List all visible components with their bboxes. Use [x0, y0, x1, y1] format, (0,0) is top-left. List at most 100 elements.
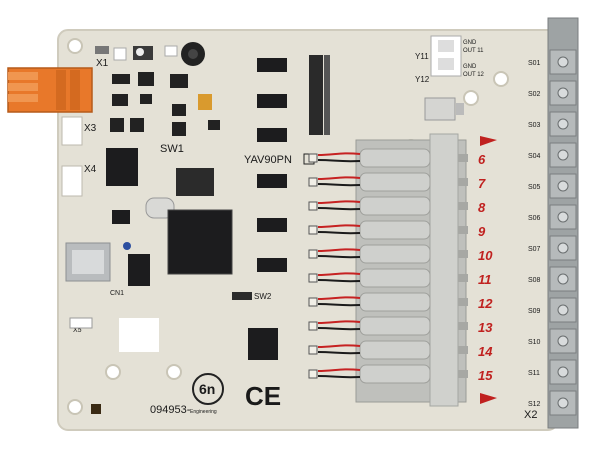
- valve-body: [359, 268, 431, 288]
- valve-number: 8: [478, 200, 486, 215]
- slot-row: S12: [528, 390, 577, 416]
- wire-black: [317, 327, 361, 331]
- valve-body: [359, 220, 431, 240]
- wire-red: [317, 344, 361, 348]
- terminal-screw: [557, 56, 569, 68]
- valve-led: [308, 369, 318, 379]
- valve-port: [458, 226, 468, 234]
- label-gnd-12: GND: [463, 64, 477, 70]
- dip-switch-sw1: [176, 168, 214, 196]
- valve-number: 15: [478, 368, 493, 383]
- blue-led: [123, 242, 131, 250]
- valve-led: [308, 249, 318, 259]
- slot-label: S12: [528, 401, 541, 408]
- terminal-screw: [557, 335, 569, 347]
- valve-port: [458, 274, 468, 282]
- valve-row: 13: [308, 316, 493, 336]
- valve-body: [359, 364, 431, 384]
- slot-label: S11: [528, 370, 540, 377]
- valve-number: 14: [478, 344, 493, 359]
- wire-red: [317, 368, 361, 372]
- slot-row: S11: [528, 359, 577, 385]
- logo-circle: [192, 373, 224, 405]
- slot-row: S02: [528, 80, 577, 106]
- label-sw2: SW2: [254, 292, 272, 301]
- terminal-screw: [557, 397, 569, 409]
- wire-black: [317, 207, 361, 211]
- slot-label: S02: [528, 91, 541, 98]
- wire-black: [317, 231, 361, 235]
- slot-label: S10: [528, 339, 541, 346]
- wire-red: [317, 248, 361, 252]
- valve-body: [359, 172, 431, 192]
- wire-red: [317, 152, 361, 156]
- label-x5: X5: [73, 327, 82, 334]
- wire-black: [317, 159, 361, 163]
- ic-left: [106, 148, 138, 186]
- valve-body: [359, 196, 431, 216]
- top-left-components: [95, 42, 220, 136]
- usb-connector: [65, 242, 111, 282]
- terminal-screw: [557, 242, 569, 254]
- valve-row: 7: [308, 172, 486, 192]
- label-x1: X1: [96, 58, 109, 69]
- valve-row: 11: [308, 268, 492, 288]
- valve-marker-top: [480, 136, 497, 146]
- valve-row: 15: [308, 364, 493, 384]
- output-header-y11-y12: [430, 35, 462, 77]
- valve-body: [359, 244, 431, 264]
- slot-row: S08: [528, 266, 577, 292]
- slot-row: S06: [528, 204, 577, 230]
- slot-label: S06: [528, 215, 541, 222]
- slot-label: S03: [528, 122, 541, 129]
- logo-text: 6n: [199, 381, 215, 397]
- valve-port: [458, 370, 468, 378]
- valve-row: 8: [308, 196, 486, 216]
- valve-port: [458, 202, 468, 210]
- valve-led: [308, 153, 318, 163]
- slot-label: S09: [528, 308, 541, 315]
- valve-port: [458, 178, 468, 186]
- slot-row: S01: [528, 49, 577, 75]
- slot-row: S07: [528, 235, 577, 261]
- wire-red: [317, 296, 361, 300]
- switch-sw2: [232, 292, 252, 300]
- valve-port: [458, 298, 468, 306]
- wire-red: [317, 200, 361, 204]
- valve-row: 9: [308, 220, 486, 240]
- valve-port: [458, 154, 468, 162]
- connector-x4: [61, 165, 83, 197]
- valve-number: 13: [478, 320, 493, 335]
- slot-label: S01: [528, 60, 541, 67]
- label-out-11: OUT 11: [463, 48, 484, 54]
- valve-led: [308, 225, 318, 235]
- wire-black: [317, 303, 361, 307]
- terminal-screw: [557, 180, 569, 192]
- valve-led: [308, 201, 318, 211]
- valve-row: 10: [308, 244, 493, 264]
- resistor-array: [309, 55, 330, 135]
- small-marker: [91, 404, 101, 414]
- wire-black: [317, 375, 361, 379]
- terminal-screw: [557, 304, 569, 316]
- label-sw1: SW1: [160, 143, 184, 155]
- slot-row: S05: [528, 173, 577, 199]
- tantalum-capacitor: [198, 94, 212, 110]
- serial-number: 094953-: [150, 404, 191, 416]
- terminal-screw: [557, 118, 569, 130]
- orange-power-connector: [7, 67, 93, 113]
- label-x2: X2: [524, 409, 537, 421]
- ic-small-left: [112, 210, 130, 224]
- valve-body: [359, 148, 431, 168]
- slot-row: S10: [528, 328, 577, 354]
- valve-led: [308, 273, 318, 283]
- voltage-regulator: [248, 328, 278, 360]
- valve-body: [359, 292, 431, 312]
- ce-mark: CE: [245, 381, 281, 411]
- connector-x5: [69, 317, 93, 329]
- valve-body: [359, 316, 431, 336]
- label-y12: Y12: [415, 75, 430, 84]
- terminal-screw: [557, 87, 569, 99]
- crystal-oscillator: [145, 197, 175, 219]
